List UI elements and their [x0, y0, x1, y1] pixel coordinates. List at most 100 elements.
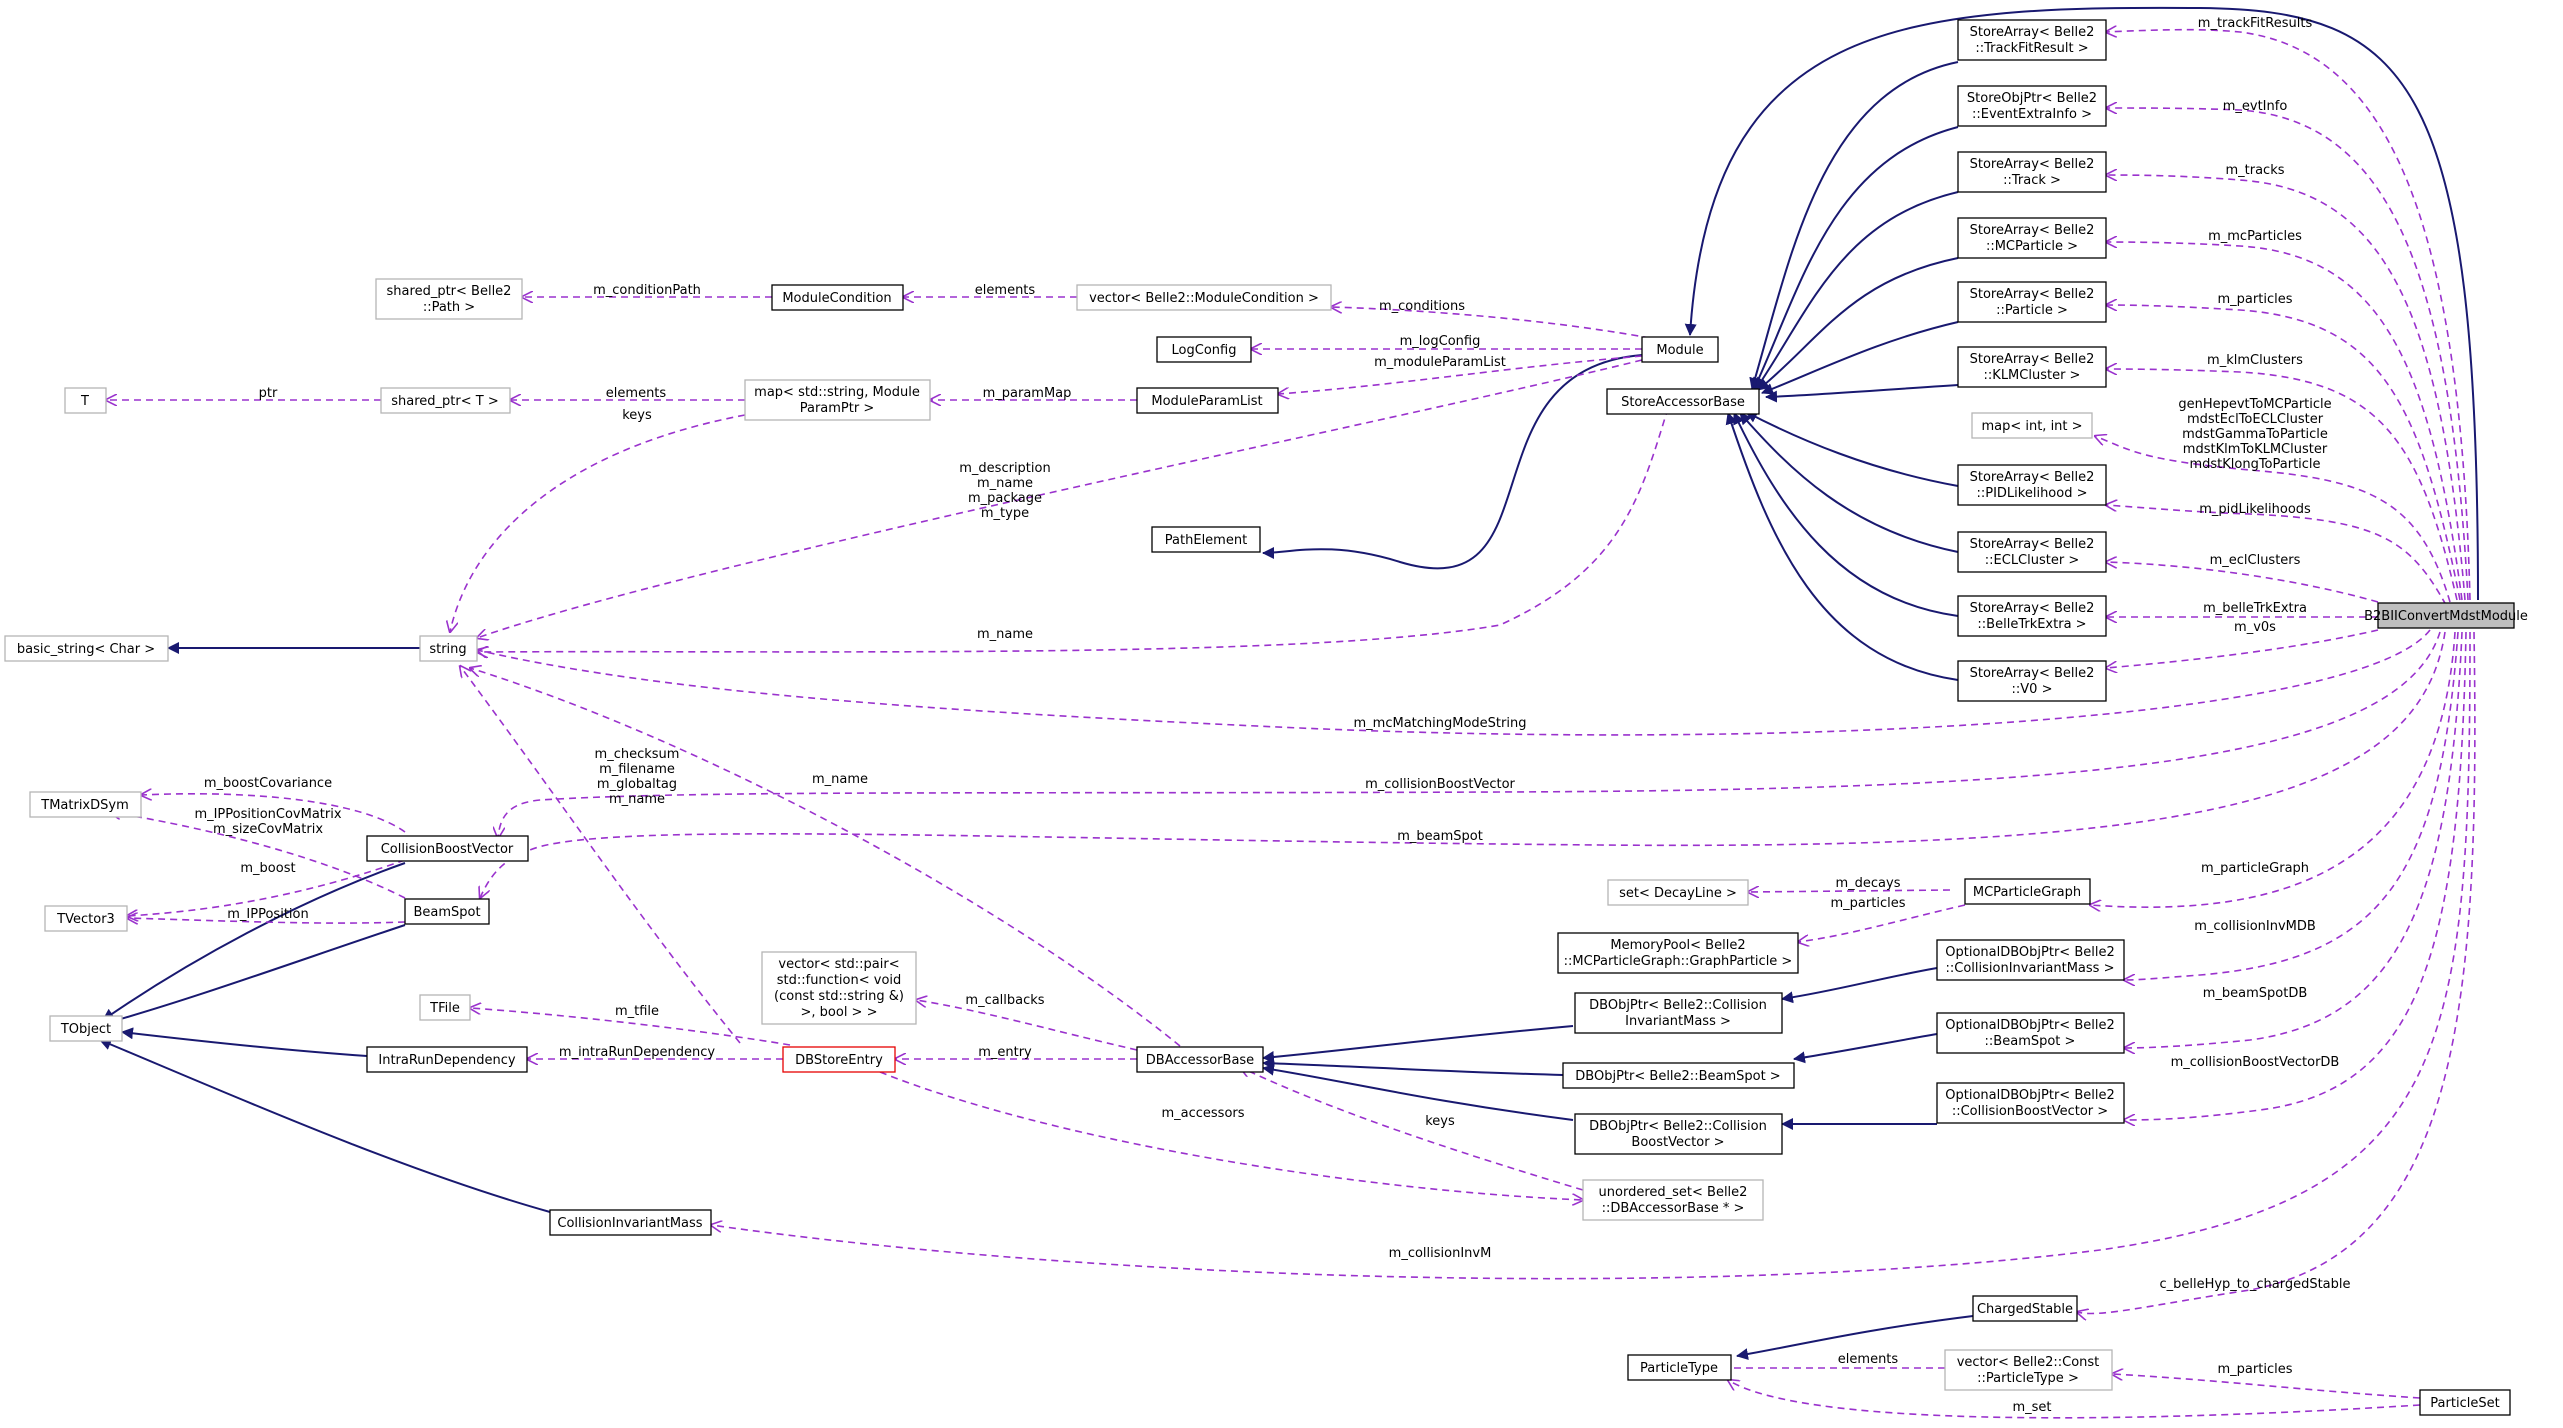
label-ipposition: m_IPPosition: [227, 907, 308, 922]
svg-text:ParticleType: ParticleType: [1640, 1361, 1718, 1376]
svg-text:B2BIIConvertMdstModule: B2BIIConvertMdstModule: [2364, 609, 2528, 624]
node-store-objptr-eventextrainfo[interactable]: StoreObjPtr< Belle2 ::EventExtraInfo >: [1957, 85, 2107, 127]
edge-name2: [470, 668, 1181, 1047]
svg-text:OptionalDBObjPtr< Belle2: OptionalDBObjPtr< Belle2: [1945, 1018, 2114, 1033]
node-log-config[interactable]: LogConfig: [1156, 336, 1252, 363]
node-vector-module-condition[interactable]: vector< Belle2::ModuleCondition >: [1076, 284, 1332, 311]
svg-text:LogConfig: LogConfig: [1172, 343, 1237, 358]
node-path-element[interactable]: PathElement: [1151, 526, 1261, 553]
edge-tracks: [2106, 175, 2466, 601]
node-store-array-v0[interactable]: StoreArray< Belle2 ::V0 >: [1957, 660, 2107, 702]
node-optional-dbobj-beam-spot[interactable]: OptionalDBObjPtr< Belle2 ::BeamSpot >: [1936, 1012, 2125, 1054]
edge-dbaccessor-to-dbobjbeamspot: [1262, 1057, 1564, 1076]
node-basic-string[interactable]: basic_string< Char >: [4, 635, 169, 662]
svg-text:OptionalDBObjPtr< Belle2: OptionalDBObjPtr< Belle2: [1945, 945, 2114, 960]
edge-trackfitresults: [2106, 30, 2471, 601]
edge-dbaccessor-to-dbobjboost: [1262, 1063, 1574, 1121]
label-trackfitresults: m_trackFitResults: [2198, 16, 2313, 31]
node-tmatrixdsym[interactable]: TMatrixDSym: [29, 791, 142, 818]
label-keys1: keys: [622, 408, 652, 423]
edge-storeaccessor-to-particle: [1761, 321, 1959, 395]
node-set-decay-line[interactable]: set< DecayLine >: [1607, 879, 1749, 906]
edge-particles: [2106, 305, 2461, 601]
node-db-store-entry[interactable]: DBStoreEntry: [782, 1046, 896, 1073]
node-vector-particle-type[interactable]: vector< Belle2::Const ::ParticleType >: [1944, 1349, 2113, 1391]
svg-text:vector< Belle2::Const: vector< Belle2::Const: [1957, 1355, 2100, 1370]
label-mcparticles: m_mcParticles: [2208, 229, 2302, 244]
node-vector-callbacks[interactable]: vector< std::pair< std::function< void (…: [761, 951, 917, 1025]
svg-text:::V0 >: ::V0 >: [2012, 682, 2053, 697]
node-charged-stable[interactable]: ChargedStable: [1972, 1295, 2078, 1322]
node-module-param-list[interactable]: ModuleParamList: [1136, 387, 1279, 414]
node-particle-type[interactable]: ParticleType: [1627, 1354, 1732, 1381]
node-string[interactable]: string: [419, 635, 478, 662]
edge-storeaccessor-to-klmcluster: [1765, 384, 1959, 403]
node-module[interactable]: Module: [1641, 336, 1719, 363]
node-b2bii-convert-mdst-module[interactable]: B2BIIConvertMdstModule: [2364, 602, 2528, 629]
edge-moduleparamlist: [1278, 355, 1643, 394]
node-memory-pool[interactable]: MemoryPool< Belle2 ::MCParticleGraph::Gr…: [1557, 932, 1799, 974]
node-tvector3[interactable]: TVector3: [44, 905, 128, 932]
node-shared-ptr-T[interactable]: shared_ptr< T >: [380, 387, 511, 414]
svg-text:::Path >: ::Path >: [423, 300, 475, 315]
node-shared-ptr-path[interactable]: shared_ptr< Belle2 ::Path >: [375, 278, 523, 320]
node-dbobj-beam-spot[interactable]: DBObjPtr< Belle2::BeamSpot >: [1562, 1062, 1795, 1089]
label-parammap: m_paramMap: [983, 386, 1072, 401]
svg-text:map< std::string, Module: map< std::string, Module: [754, 385, 920, 400]
edge-conditions: [1331, 307, 1651, 339]
node-store-array-particle[interactable]: StoreArray< Belle2 ::Particle >: [1957, 281, 2107, 323]
edge-keys2: [1240, 1067, 1584, 1191]
node-store-array-eclcluster[interactable]: StoreArray< Belle2 ::ECLCluster >: [1957, 531, 2107, 573]
node-store-accessor-base[interactable]: StoreAccessorBase: [1606, 388, 1760, 415]
edge-storeaccessor-to-belletrkextra: [1733, 412, 1959, 617]
node-map-int-int[interactable]: map< int, int >: [1971, 412, 2093, 439]
node-store-array-mcparticle[interactable]: StoreArray< Belle2 ::MCParticle >: [1957, 217, 2107, 259]
svg-text:::BelleTrkExtra >: ::BelleTrkExtra >: [1977, 617, 2086, 632]
edge-collisionboostvectordb: [2124, 631, 2467, 1120]
node-collision-invariant-mass[interactable]: CollisionInvariantMass: [549, 1209, 712, 1236]
node-store-array-track[interactable]: StoreArray< Belle2 ::Track >: [1957, 151, 2107, 193]
label-ipcov-1: m_sizeCovMatrix: [213, 822, 323, 837]
edge-mapnames: [2095, 436, 2451, 603]
node-tfile[interactable]: TFile: [419, 994, 471, 1021]
node-collision-boost-vector[interactable]: CollisionBoostVector: [366, 835, 529, 862]
svg-text:basic_string< Char >: basic_string< Char >: [17, 642, 155, 657]
label-tfile: m_tfile: [615, 1004, 659, 1019]
node-db-accessor-base[interactable]: DBAccessorBase: [1136, 1046, 1264, 1073]
edge-beamspot-main: [480, 631, 2446, 898]
svg-text:::Track >: ::Track >: [2003, 173, 2061, 188]
node-module-condition[interactable]: ModuleCondition: [771, 284, 904, 311]
node-store-array-belletrkextra[interactable]: StoreArray< Belle2 ::BelleTrkExtra >: [1957, 595, 2107, 637]
edge-storeaccessor-to-v0: [1725, 412, 1959, 681]
node-store-array-pidlikelihood[interactable]: StoreArray< Belle2 ::PIDLikelihood >: [1957, 464, 2107, 506]
node-map-module-param[interactable]: map< std::string, Module ParamPtr >: [744, 379, 931, 421]
node-intra-run-dependency[interactable]: IntraRunDependency: [366, 1046, 528, 1073]
node-dbobj-collision-inv-mass[interactable]: DBObjPtr< Belle2::Collision InvariantMas…: [1574, 992, 1783, 1034]
node-T[interactable]: T: [64, 387, 107, 414]
node-unordered-set[interactable]: unordered_set< Belle2 ::DBAccessorBase *…: [1582, 1179, 1764, 1221]
edge-v0s: [2106, 629, 2379, 668]
edge-collisioninvmdb: [2124, 631, 2459, 980]
node-optional-dbobj-collision-boost-vector[interactable]: OptionalDBObjPtr< Belle2 ::CollisionBoos…: [1936, 1082, 2125, 1124]
edge-particles2: [1798, 904, 1966, 942]
label-intrarundependency: m_intraRunDependency: [559, 1045, 715, 1060]
edge-set: [1728, 1380, 2421, 1419]
node-mc-particle-graph[interactable]: MCParticleGraph: [1964, 878, 2091, 905]
label-elements1: elements: [975, 283, 1036, 298]
node-store-array-klmcluster[interactable]: StoreArray< Belle2 ::KLMCluster >: [1957, 346, 2107, 388]
label-decays: m_decays: [1836, 876, 1901, 891]
edge-particletype-to-chargedstable: [1736, 1315, 1974, 1361]
node-dbobj-collision-boost-vector[interactable]: DBObjPtr< Belle2::Collision BoostVector …: [1574, 1113, 1783, 1155]
label-evtinfo: m_evtInfo: [2223, 99, 2288, 114]
svg-text:TMatrixDSym: TMatrixDSym: [40, 798, 129, 813]
svg-text:StoreArray< Belle2: StoreArray< Belle2: [1970, 223, 2095, 238]
svg-text:Module: Module: [1656, 343, 1703, 358]
node-store-array-trackfitresult[interactable]: StoreArray< Belle2 ::TrackFitResult >: [1957, 19, 2107, 61]
node-beam-spot[interactable]: BeamSpot: [404, 898, 490, 925]
edge-dbobjbeamspot-to-optbeamspot: [1793, 1033, 1938, 1064]
svg-text:ParticleSet: ParticleSet: [2430, 1396, 2499, 1411]
label-ptr: ptr: [259, 386, 278, 401]
node-tobject[interactable]: TObject: [49, 1015, 123, 1042]
node-optional-dbobj-collision-inv-mass[interactable]: OptionalDBObjPtr< Belle2 ::CollisionInva…: [1936, 939, 2125, 981]
node-particle-set[interactable]: ParticleSet: [2419, 1389, 2511, 1416]
